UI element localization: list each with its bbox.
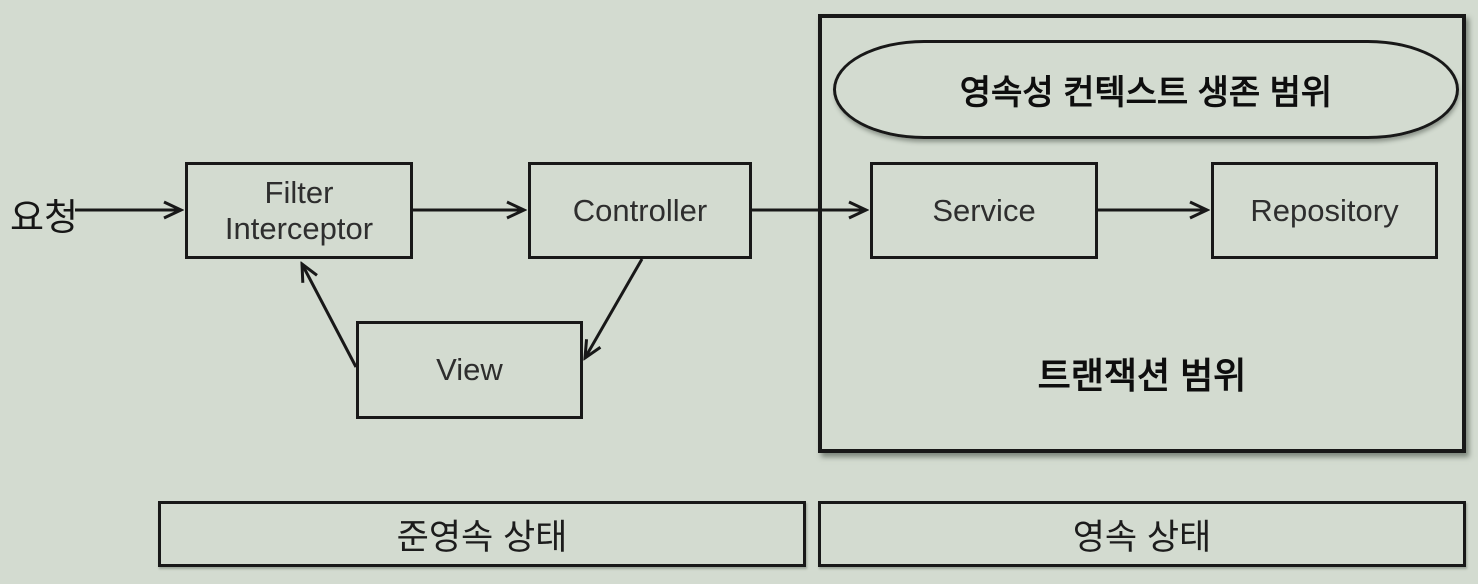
- node-view: View: [356, 321, 583, 419]
- arrow-view-to-filter: [302, 264, 358, 368]
- detached-state-box: 준영속 상태: [158, 501, 806, 567]
- repository-label: Repository: [1250, 192, 1399, 228]
- persistent-state-box: 영속 상태: [818, 501, 1466, 567]
- detached-state-label: 준영속 상태: [396, 517, 568, 557]
- request-label: 요청: [10, 197, 79, 238]
- transaction-scope-label: 트랜잭션 범위: [1037, 355, 1247, 396]
- persistence-context-label: 영속성 컨텍스트 생존 범위: [959, 74, 1333, 112]
- service-label: Service: [932, 192, 1036, 228]
- persistent-state-label: 영속 상태: [1072, 517, 1212, 557]
- view-label: View: [436, 352, 503, 388]
- node-repository: Repository: [1211, 162, 1438, 259]
- node-service: Service: [870, 162, 1098, 259]
- filter-label-line1: Filter: [264, 174, 334, 210]
- persistence-context-pill: 영속성 컨텍스트 생존 범위: [833, 40, 1459, 139]
- filter-label-line2: Interceptor: [224, 210, 374, 246]
- controller-label: Controller: [572, 192, 708, 228]
- node-controller: Controller: [528, 162, 752, 259]
- node-filter-interceptor: Filter Interceptor: [185, 162, 413, 259]
- transaction-scope-box: [818, 14, 1466, 453]
- arrow-controller-to-view: [585, 258, 644, 358]
